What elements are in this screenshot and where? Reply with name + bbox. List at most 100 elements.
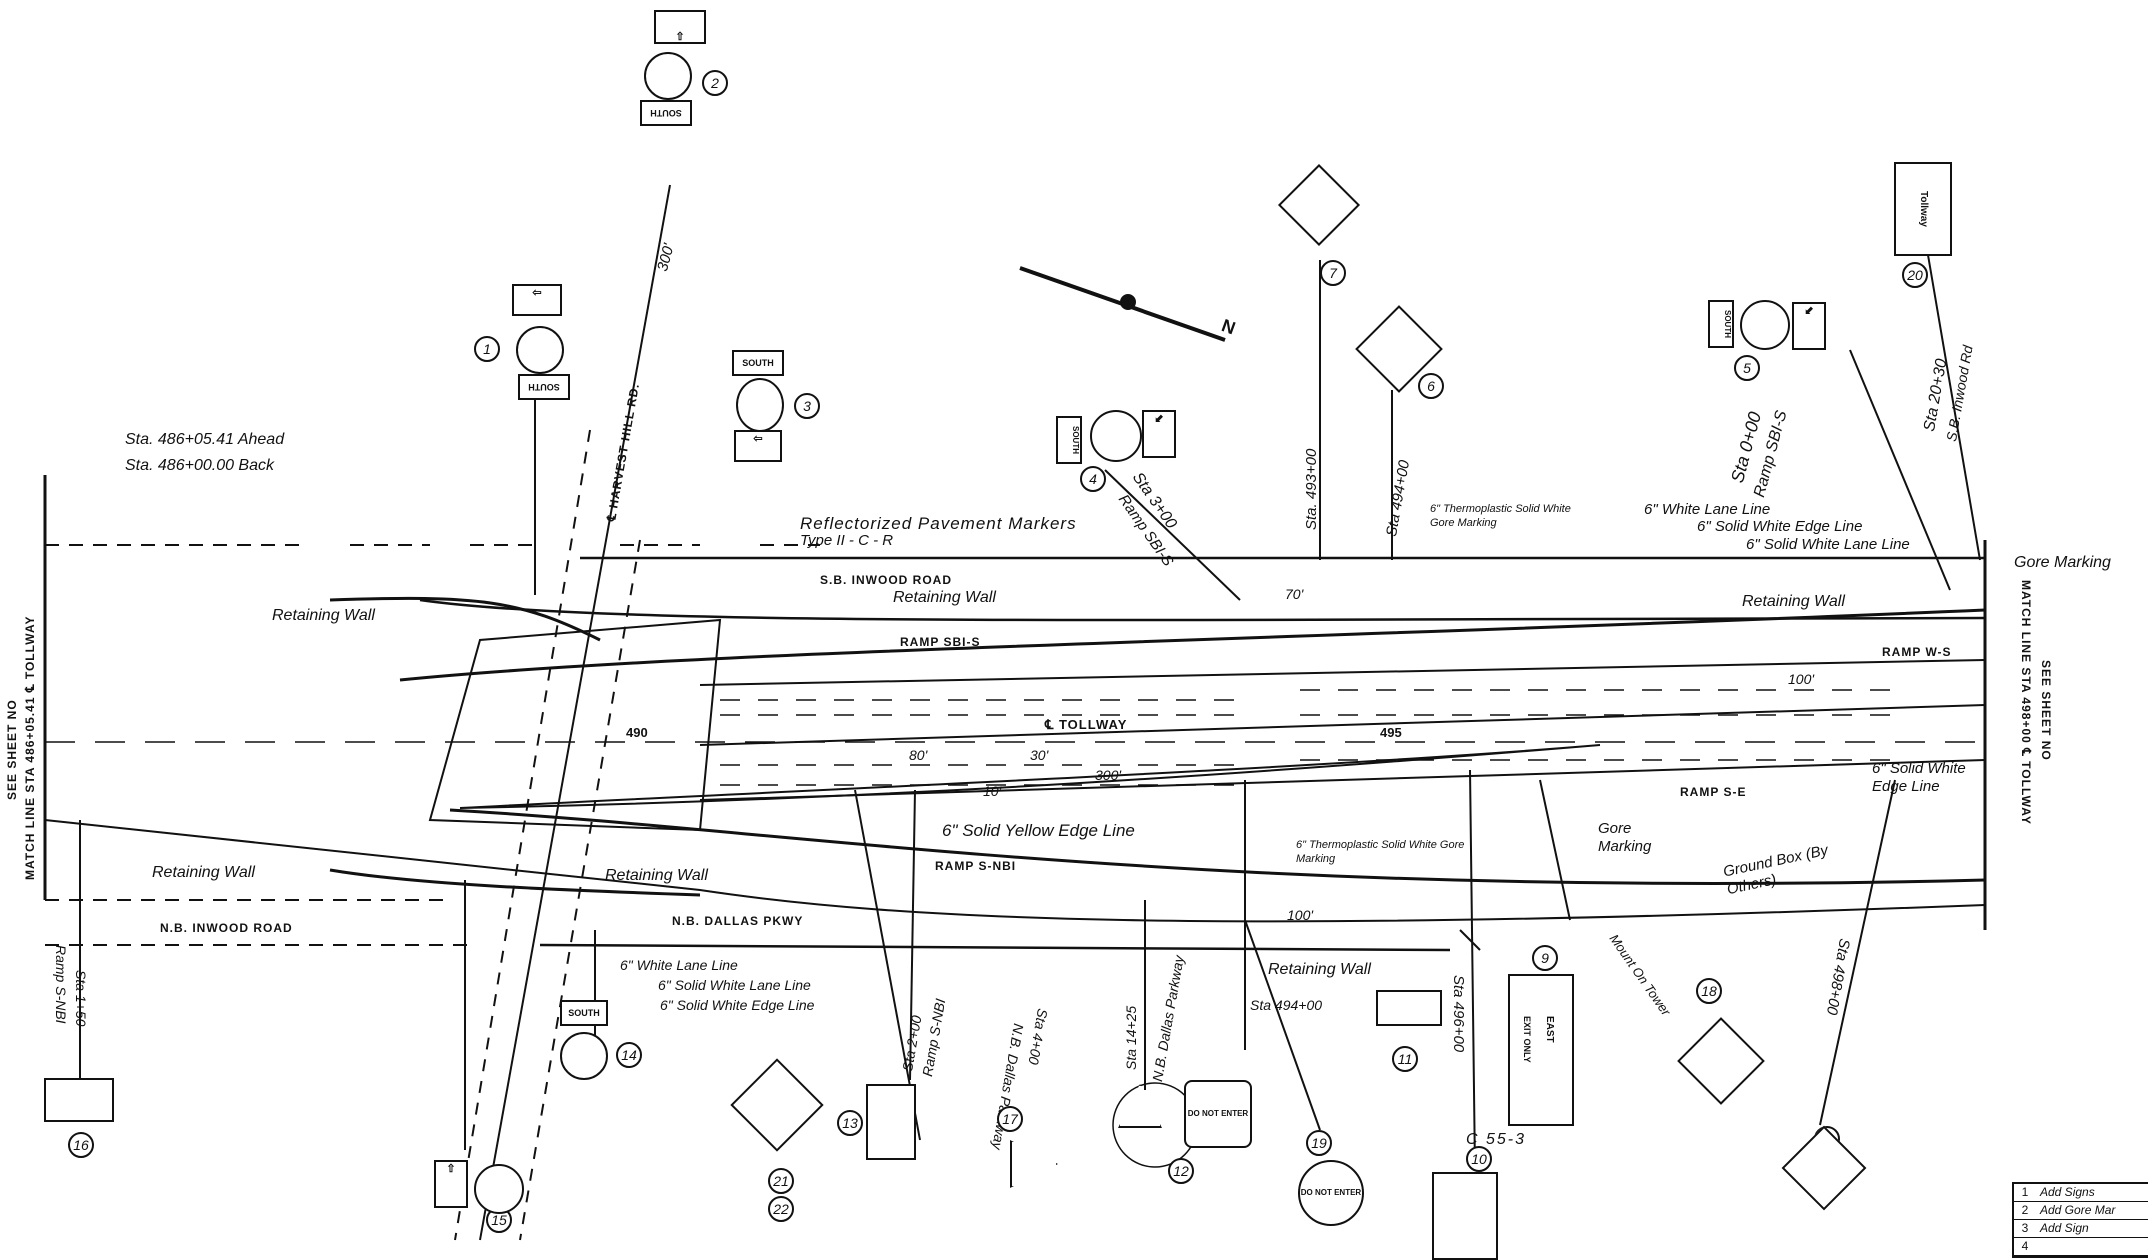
station-494-lower-label: Sta 494+00	[1250, 997, 1323, 1013]
sign-11-panel	[1376, 990, 1442, 1026]
exit-only-sign: EAST EXIT ONLY	[1508, 974, 1574, 1126]
triangle-icon: 3	[2021, 1221, 2029, 1235]
triangle-icon: 4	[2021, 1239, 2029, 1253]
sign-callout-14: 14	[616, 1042, 642, 1068]
south-sign-14: SOUTH	[560, 1000, 608, 1026]
sign-callout-16: 16	[68, 1132, 94, 1158]
sign-callout-12: 12	[1168, 1158, 1194, 1184]
solid-white-lane-label: 6" Solid White Lane Line	[1746, 536, 1910, 553]
triangle-icon: 1	[2021, 1185, 2029, 1199]
legend-row: 1 Add Signs	[2014, 1184, 2148, 1202]
solid-white-edge-label-2: 6" Solid White Edge Line	[660, 997, 815, 1013]
ramp-sbi-s-label: RAMP SBI-S	[900, 635, 981, 649]
arrow-sign-5: ⬋	[1792, 302, 1826, 350]
rpm-type-label: Type II - C - R	[800, 532, 894, 549]
ramp-s-nbi-left-vertical: Ramp S-NBI	[53, 945, 69, 1024]
sign-callout-21: 21	[768, 1168, 794, 1194]
shield-sign-1	[516, 326, 564, 374]
shield-sign-14	[560, 1032, 608, 1080]
retaining-wall-label-4: Retaining Wall	[152, 864, 255, 881]
match-left-line: MATCH LINE STA 486+05.41 ℄ TOLLWAY	[23, 615, 37, 880]
south-sign-3: SOUTH	[732, 350, 784, 376]
sign-callout-1: 1	[474, 336, 500, 362]
match-right-line: MATCH LINE STA 498+00 ℄ TOLLWAY	[2019, 580, 2033, 825]
legend-row: 3 Add Sign	[2014, 1220, 2148, 1238]
thermo-gore-label: 6" Thermoplastic Solid White Gore Markin…	[1430, 503, 1571, 530]
do-not-enter-sign-19: DO NOT ENTER	[1298, 1160, 1364, 1226]
tollway-station-495: 495	[1380, 725, 1402, 740]
tollway-sign-20: Tollway	[1894, 162, 1952, 256]
sign-callout-2: 2	[702, 70, 728, 96]
shield-sign-2	[644, 52, 692, 100]
sign-callout-9: 9	[1532, 945, 1558, 971]
exit-only-text: EXIT ONLY	[1522, 1016, 1532, 1063]
white-lane-line-label-2: 6" White Lane Line	[620, 957, 738, 973]
sign-callout-18: 18	[1696, 978, 1722, 1004]
legend-text: Add Sign	[2040, 1221, 2089, 1235]
sign-callout-10: 10	[1466, 1146, 1492, 1172]
sign-13-panel	[866, 1084, 916, 1160]
solid-yellow-edge-label: 6" Solid Yellow Edge Line	[942, 821, 1135, 840]
ramp-s-nbi-label: RAMP S-NBI	[935, 859, 1017, 873]
arrow-sign-3: ⇦	[734, 430, 782, 462]
sign-callout-11: 11	[1392, 1046, 1418, 1072]
south-sign-5: SOUTH	[1708, 300, 1734, 348]
match-left-see-sheet: SEE SHEET NO	[5, 699, 19, 800]
station-back-label: Sta. 486+00.00 Back	[125, 457, 274, 474]
do-not-enter-sign-12: DO NOT ENTER	[1184, 1080, 1252, 1148]
ramp-s-e-label: RAMP S-E	[1680, 785, 1747, 799]
legend-row: 4	[2014, 1238, 2148, 1256]
legend-text: Add Signs	[2040, 1185, 2095, 1199]
dim-80-label: 80'	[909, 747, 928, 763]
retaining-wall-label-1: Retaining Wall	[272, 607, 375, 624]
station-493-label: Sta. 493+00	[1303, 448, 1320, 530]
sign-callout-20: 20	[1902, 262, 1928, 288]
legend-text: Add Gore Mar	[2040, 1203, 2116, 1217]
gore-marking-label: Gore Marking	[2014, 554, 2111, 571]
sign-10-panel	[1432, 1172, 1498, 1260]
tollway-centerline-label: ℄ TOLLWAY	[1045, 717, 1128, 732]
arrow-sign-4: ⬋	[1142, 410, 1176, 458]
arrow-sign-2: ⇩	[654, 10, 706, 44]
retaining-wall-label-6: Retaining Wall	[1268, 961, 1371, 978]
sign-callout-17: 17	[997, 1106, 1023, 1132]
shield-sign-4	[1090, 410, 1142, 462]
shield-sign-3	[736, 378, 784, 432]
sign-16-panel	[44, 1078, 114, 1122]
station-496-label: Sta 496+00	[1450, 975, 1467, 1053]
retaining-wall-label-2: Retaining Wall	[893, 589, 996, 606]
dim-100b-label: 100'	[1287, 907, 1314, 923]
south-sign-4: SOUTH	[1056, 416, 1082, 464]
white-lane-line-label: 6" White Lane Line	[1644, 501, 1771, 518]
retaining-wall-label-3: Retaining Wall	[1742, 593, 1845, 610]
revision-legend: 1 Add Signs 2 Add Gore Mar 3 Add Sign 4	[2012, 1182, 2148, 1258]
station-14-label: Sta 14+25	[1123, 1005, 1139, 1070]
sign-callout-4: 4	[1080, 466, 1106, 492]
nb-dallas-pkwy-label: N.B. DALLAS PKWY	[672, 914, 804, 928]
tollway-station-490: 490	[626, 725, 648, 740]
sign-callout-5: 5	[1734, 355, 1760, 381]
south-sign-1: SOUTH	[518, 374, 570, 400]
sb-inwood-road-label: S.B. INWOOD ROAD	[820, 573, 952, 587]
match-right-see-sheet: SEE SHEET NO	[2039, 660, 2053, 761]
legend-row: 2 Add Gore Mar	[2014, 1202, 2148, 1220]
arrow-sign-1: ⇦	[512, 284, 562, 316]
nb-inwood-road-label: N.B. INWOOD ROAD	[160, 921, 293, 935]
sign-callout-6: 6	[1418, 373, 1444, 399]
station-ahead-label: Sta. 486+05.41 Ahead	[125, 431, 285, 448]
sign-callout-3: 3	[794, 393, 820, 419]
solid-white-edge-label: 6" Solid White Edge Line	[1697, 518, 1863, 535]
sign-callout-13: 13	[837, 1110, 863, 1136]
ramp-w-s-label: RAMP W-S	[1882, 645, 1952, 659]
station-1-label: Sta 1+50	[73, 970, 89, 1027]
triangle-icon: 2	[2021, 1203, 2029, 1217]
dim-10-label: 10'	[983, 783, 1002, 799]
arrow-sign-15: ⇧	[434, 1160, 468, 1208]
thermo-gore-label-2: 6" Thermoplastic Solid White Gore Markin…	[1296, 839, 1465, 866]
sign-callout-19: 19	[1306, 1130, 1332, 1156]
sign-callout-7: 7	[1320, 260, 1346, 286]
sign-callout-22: 22	[768, 1196, 794, 1222]
dim-30-label: 30'	[1030, 747, 1049, 763]
solid-white-edge-right-label: 6" Solid White Edge Line	[1872, 760, 1966, 795]
